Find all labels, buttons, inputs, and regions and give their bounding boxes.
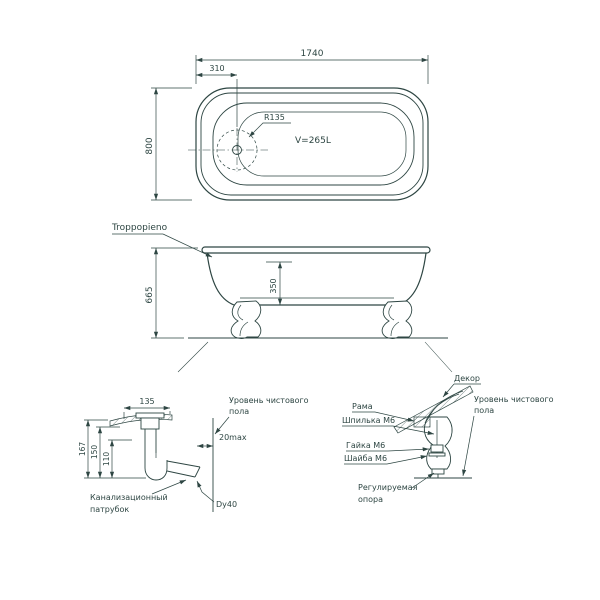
nut-label: Гайка М6	[346, 441, 385, 450]
support-label-line2: опора	[358, 495, 383, 504]
clawfoot-leg	[230, 300, 262, 339]
washer-label: Шайба М6	[344, 454, 387, 463]
sewer-pipe-label-line1: Канализационный	[90, 493, 168, 502]
leg-floor-level-label-line1: Уровень чистового	[474, 395, 554, 404]
dim-inner-depth: 350	[269, 278, 278, 293]
leg-detail: Декор Рама Шпилька М6 Гайка М6 Шайба М6 …	[342, 374, 554, 504]
overflow-label: Troppopieno	[111, 223, 168, 233]
radius-label: R135	[264, 113, 285, 122]
frame-section	[413, 416, 431, 428]
dim-overall-width: 800	[145, 137, 155, 154]
dim-drain-offset: 310	[209, 64, 224, 73]
siphon-trap	[144, 453, 168, 481]
dim-overall-length: 1740	[301, 49, 324, 59]
drain-detail: 135 167 150 110 20max Уровень чистового …	[78, 396, 309, 514]
support-label-line1: Регулируемая	[358, 483, 418, 492]
top-view-dimensions: 1740 310 800 R135 V=265L	[145, 49, 429, 201]
floor-level-label-line2: пола	[229, 407, 249, 416]
dim-overall-height: 665	[145, 286, 155, 303]
dim-height-flange: 150	[90, 445, 99, 460]
volume-label: V=265L	[295, 136, 331, 146]
pipe-diameter-label: Dy40	[216, 500, 237, 509]
dim-height-outlet: 110	[102, 452, 111, 467]
frame-label: Рама	[352, 402, 373, 411]
floor-level-label-line1: Уровень чистового	[229, 396, 309, 405]
stud-label: Шпилька М6	[342, 416, 395, 425]
side-view-dimensions: 665 350 Troppopieno	[111, 223, 292, 339]
sewer-pipe-label-line2: патрубок	[90, 505, 129, 514]
nut	[430, 444, 444, 453]
top-view-plan	[188, 87, 429, 201]
dim-height-total: 167	[78, 442, 87, 457]
dim-drain-detail-offset: 135	[139, 397, 154, 406]
decor-label: Декор	[454, 374, 480, 383]
leg-floor-level-label-line2: пола	[474, 406, 494, 415]
washer	[428, 452, 446, 457]
dim-gap-label: 20max	[219, 433, 247, 442]
side-view-elevation	[177, 246, 453, 373]
